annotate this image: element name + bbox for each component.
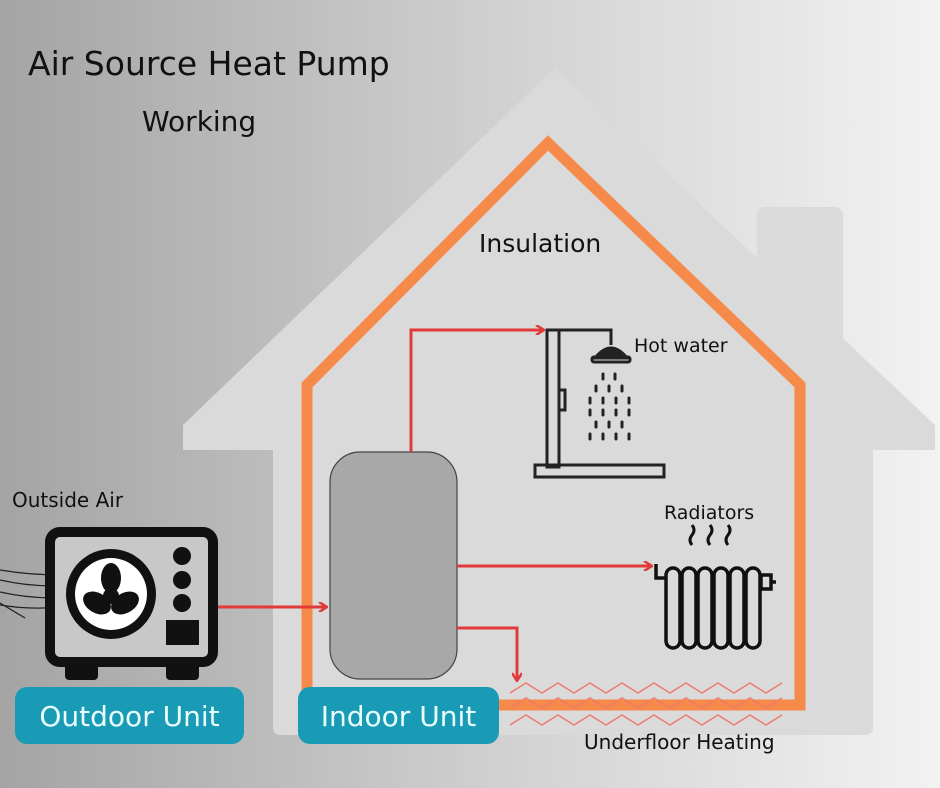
page-title: Air Source Heat Pump	[28, 44, 390, 83]
outdoor-unit-icon	[0, 527, 218, 680]
radiator-icon	[654, 524, 776, 650]
insulation-outline	[301, 135, 806, 711]
indoor-tank	[329, 451, 458, 680]
outdoor-unit-button[interactable]: Outdoor Unit	[15, 687, 244, 744]
radiator-fin	[744, 566, 762, 650]
shower-icon	[533, 328, 666, 479]
indoor-unit-button[interactable]: Indoor Unit	[298, 687, 499, 744]
flow-arrows	[218, 330, 651, 680]
hot-water-label: Hot water	[634, 335, 728, 357]
radiator-fin	[712, 566, 730, 650]
radiator-fin	[728, 566, 746, 650]
page-subtitle: Working	[142, 105, 256, 138]
radiator-fin	[696, 566, 714, 650]
fan-icon	[83, 563, 139, 615]
outside-air-label: Outside Air	[12, 488, 124, 512]
indoor-unit-label: Indoor Unit	[321, 700, 476, 733]
arrow-to-hot-water	[409, 330, 543, 452]
outdoor-unit-label: Outdoor Unit	[39, 700, 219, 733]
underfloor-heating-label: Underfloor Heating	[584, 730, 775, 754]
radiators-label: Radiators	[664, 502, 754, 524]
radiator-fin	[664, 566, 682, 650]
arrow-to-underfloor	[457, 626, 517, 680]
underfloor-heating-icon	[509, 682, 783, 726]
radiator-fin	[680, 566, 698, 650]
insulation-label: Insulation	[479, 229, 601, 258]
